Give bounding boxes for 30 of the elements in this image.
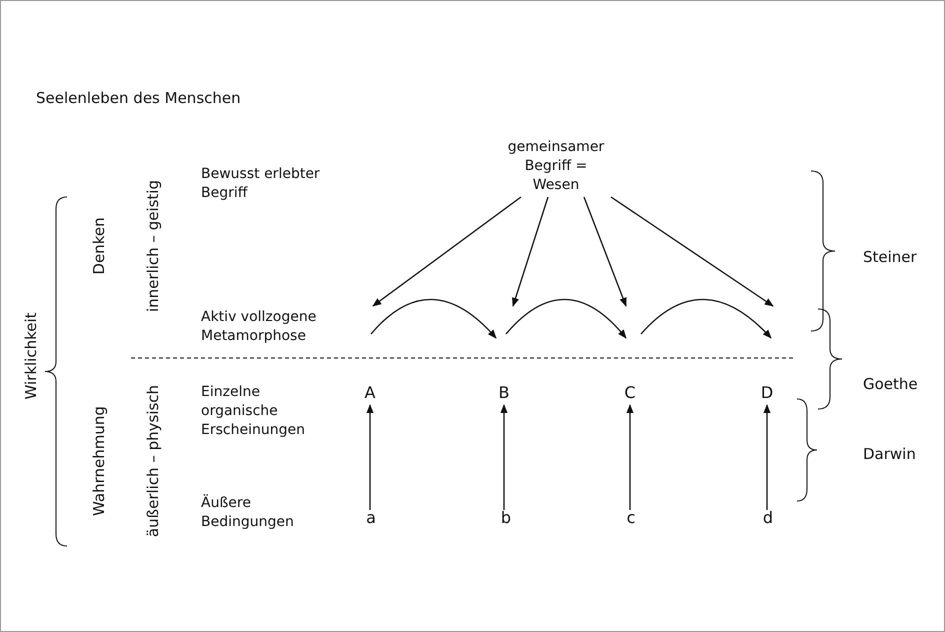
arrow [500, 404, 508, 510]
row-label: Bewusst erlebter Begriff [201, 165, 321, 203]
side-label: Wahrnehmung [90, 406, 108, 516]
arrow [366, 404, 374, 510]
side-label: Denken [90, 217, 108, 275]
arrow [372, 196, 522, 307]
column-letter: a [363, 508, 379, 527]
arrow [626, 404, 634, 510]
column-letter: D [758, 383, 776, 402]
side-label: Wirklichkeit [22, 312, 40, 400]
column-letter: b [498, 508, 514, 527]
arrow [512, 196, 549, 307]
side-label: innerlich – geistig [144, 180, 162, 312]
column-letter: c [623, 508, 639, 527]
concept-label: gemeinsamer Begriff = Wesen [506, 138, 606, 195]
bracket-label: Goethe [863, 375, 918, 394]
arrow [763, 404, 771, 510]
side-label: äußerlich – physisch [144, 384, 162, 538]
column-letter: d [760, 508, 776, 527]
row-label: Äußere Bedingungen [201, 494, 295, 532]
column-letter: C [621, 383, 639, 402]
column-letter: B [495, 383, 513, 402]
row-label: Aktiv vollzogene Metamorphose [201, 308, 318, 346]
column-letter: A [361, 383, 379, 402]
bracket-label: Steiner [863, 248, 917, 267]
arrow [583, 196, 627, 307]
row-label: Einzelne organische Erscheinungen [201, 383, 306, 440]
bracket-label: Darwin [863, 445, 916, 464]
diagram-title: Seelenleben des Menschen [36, 89, 241, 108]
arrow [610, 196, 774, 307]
